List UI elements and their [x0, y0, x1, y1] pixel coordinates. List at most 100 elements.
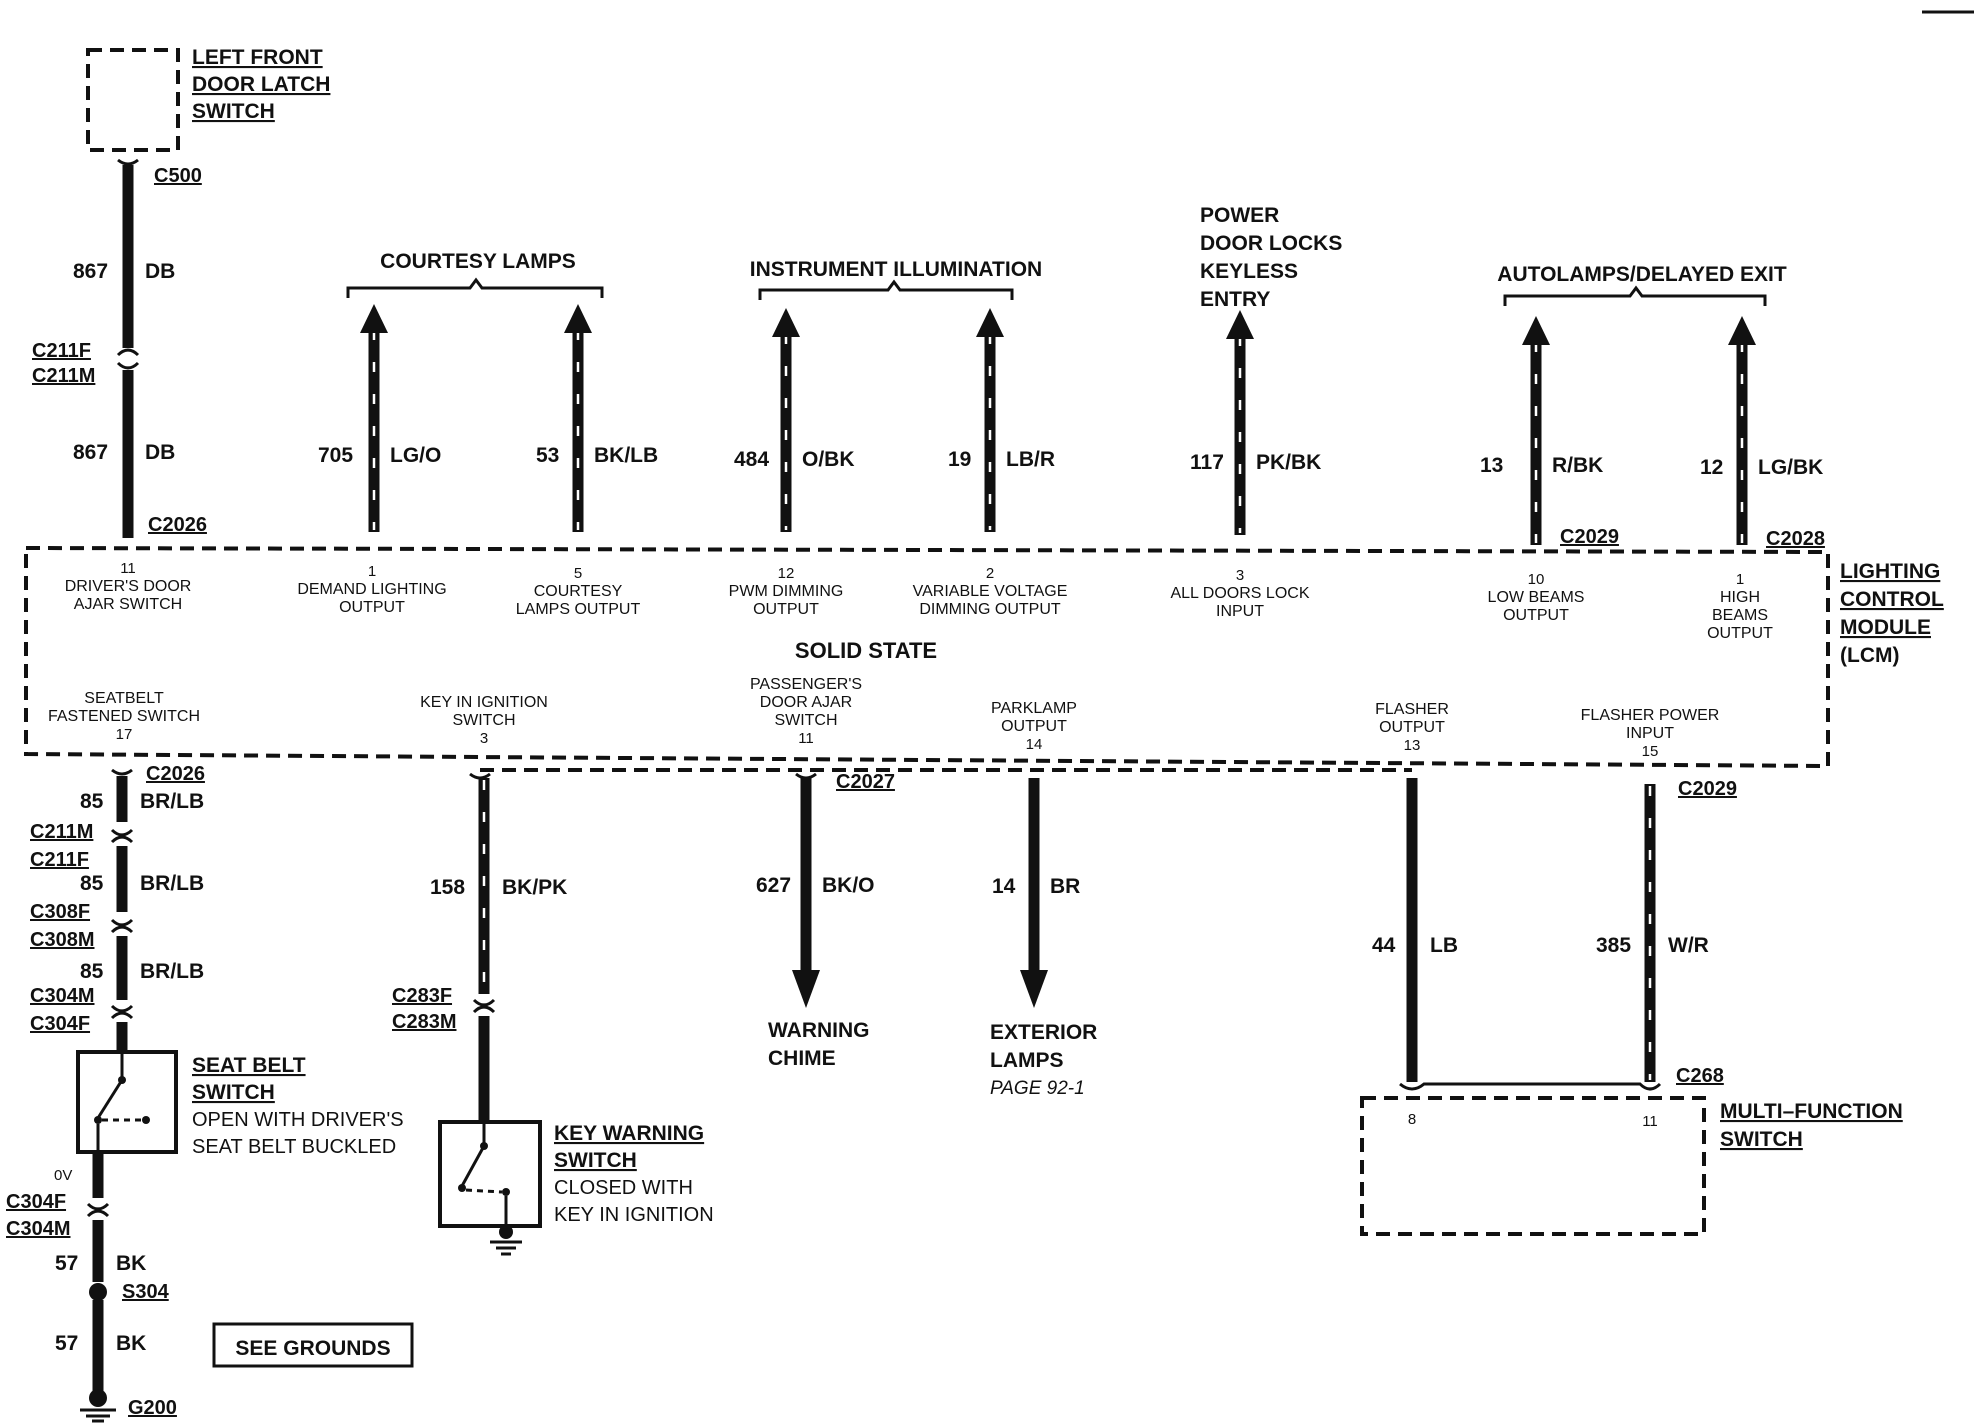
- wire-number: 867: [73, 441, 108, 464]
- wire-color: LG/BK: [1758, 456, 1823, 479]
- pin-label: AJAR SWITCH: [74, 596, 182, 613]
- lighting-control-module: LIGHTING CONTROL MODULE (LCM) SOLID STAT…: [24, 545, 1944, 769]
- see-grounds-box[interactable]: SEE GROUNDS: [212, 1322, 414, 1368]
- connector-mark: [111, 768, 133, 776]
- pin-high-beams: 1 HIGH BEAMS OUTPUT: [1707, 571, 1773, 642]
- top-wire-53: 53 BK/LB: [536, 304, 658, 532]
- pin-demand-lighting: 1 DEMAND LIGHTING OUTPUT: [297, 563, 446, 616]
- inline-connector-c304f: C304F: [30, 1013, 90, 1035]
- chime-label-line2: CHIME: [768, 1047, 836, 1070]
- pin-number: 12: [778, 565, 795, 582]
- inline-connector-mark: [86, 1202, 110, 1218]
- pin-passengers-door-ajar: PASSENGER'S DOOR AJAR SWITCH 11: [750, 676, 862, 747]
- pin-label: COURTESY: [534, 583, 623, 600]
- group-label-line3: KEYLESS: [1200, 260, 1298, 283]
- connector-mark: [1399, 1082, 1662, 1091]
- wire-number: 85: [80, 960, 104, 983]
- wire-color: BK/PK: [502, 876, 567, 899]
- group-label: COURTESY LAMPS: [380, 250, 576, 273]
- wire-color: W/R: [1668, 934, 1709, 957]
- key-warning-desc-line1: CLOSED WITH: [554, 1177, 693, 1199]
- exterior-page-ref[interactable]: PAGE 92-1: [990, 1078, 1085, 1099]
- pin-number: 3: [1236, 567, 1244, 584]
- group-label: INSTRUMENT ILLUMINATION: [750, 258, 1042, 281]
- pin-label: INPUT: [1626, 725, 1674, 742]
- ground-icon: [80, 1389, 116, 1423]
- lcm-title-line4: (LCM): [1840, 644, 1899, 667]
- wire-number: 57: [55, 1252, 78, 1275]
- component-label-line3: SWITCH: [192, 100, 275, 123]
- pin-label: FLASHER: [1375, 701, 1449, 718]
- pin-low-beams: 10 LOW BEAMS OUTPUT: [1488, 571, 1585, 624]
- exterior-label-line2: LAMPS: [990, 1049, 1064, 1072]
- pin-label: DOOR AJAR: [760, 694, 852, 711]
- wire-color: R/BK: [1552, 454, 1603, 477]
- connector-c268: C268: [1676, 1065, 1724, 1087]
- arrow-down-icon: [1020, 970, 1048, 1008]
- wire-number: 19: [948, 448, 971, 471]
- top-wire-19: 19 LB/R: [948, 308, 1055, 532]
- inline-connector-c304m: C304M: [30, 985, 94, 1007]
- splice-dot: [89, 1283, 107, 1301]
- connector-c2029-top: C2029: [1560, 526, 1619, 548]
- pin-label: FLASHER POWER: [1581, 707, 1720, 724]
- pin-label: OUTPUT: [753, 601, 819, 618]
- chime-label-line1: WARNING: [768, 1019, 870, 1042]
- ground-g200: G200: [128, 1397, 177, 1419]
- wire-number: 627: [756, 874, 791, 897]
- wire-number: 158: [430, 876, 465, 899]
- top-wire-117: 117 PK/BK: [1190, 310, 1321, 535]
- pin-label: KEY IN IGNITION: [420, 694, 548, 711]
- wire-color: BK: [116, 1332, 146, 1355]
- wire-number: 12: [1700, 456, 1723, 479]
- wire-color: DB: [145, 260, 175, 283]
- pin-label: PARKLAMP: [991, 700, 1077, 717]
- top-wire-13: 13 R/BK C2029: [1480, 316, 1619, 548]
- connector-c2026-bottom: C2026: [146, 763, 205, 785]
- pin-label: OUTPUT: [1379, 719, 1445, 736]
- pin-number: 10: [1528, 571, 1545, 588]
- wire-color: LB: [1430, 934, 1458, 957]
- pin-number: 11: [1642, 1113, 1658, 1130]
- connector-mark: [469, 772, 491, 780]
- pin-variable-voltage: 2 VARIABLE VOLTAGE DIMMING OUTPUT: [913, 565, 1068, 618]
- pin-number: 8: [1408, 1111, 1416, 1128]
- component-label-line1: LEFT FRONT: [192, 46, 323, 69]
- pin-label: PASSENGER'S: [750, 676, 862, 693]
- pin-label: DIMMING OUTPUT: [919, 601, 1061, 618]
- pin-number: 17: [116, 726, 133, 743]
- pin-number: 14: [1026, 736, 1043, 753]
- connector-mark: [117, 158, 139, 166]
- pin-number: 3: [480, 730, 488, 747]
- wire-color: BR: [1050, 875, 1080, 898]
- pin-all-doors-lock: 3 ALL DOORS LOCK INPUT: [1170, 567, 1309, 620]
- pin-number: 1: [1736, 571, 1744, 588]
- arrow-down-icon: [792, 970, 820, 1008]
- see-grounds-label: SEE GROUNDS: [235, 1337, 390, 1360]
- pin-pwm-dimming: 12 PWM DIMMING OUTPUT: [729, 565, 844, 618]
- pin-number: 15: [1642, 743, 1659, 760]
- key-warning-switch: [438, 1120, 542, 1228]
- wire-color: BR/LB: [140, 790, 204, 813]
- pin-label: VARIABLE VOLTAGE: [913, 583, 1068, 600]
- pin-flasher-power: FLASHER POWER INPUT 15: [1581, 707, 1720, 760]
- seat-belt-title-line2: SWITCH: [192, 1081, 275, 1104]
- inline-connector-c283f: C283F: [392, 985, 452, 1007]
- wire-number: 13: [1480, 454, 1503, 477]
- inline-connector-c308f: C308F: [30, 901, 90, 923]
- wire-number: 705: [318, 444, 353, 467]
- lcm-center-label: SOLID STATE: [795, 638, 937, 663]
- wire-color: PK/BK: [1256, 451, 1321, 474]
- wire-color: BR/LB: [140, 960, 204, 983]
- pin-seatbelt-fastened: SEATBELT FASTENED SWITCH 17: [48, 690, 200, 743]
- group-label: AUTOLAMPS/DELAYED EXIT: [1497, 263, 1787, 286]
- multi-function-switch: 8 11 MULTI–FUNCTION SWITCH: [1360, 1096, 1903, 1236]
- pin-label: ALL DOORS LOCK: [1170, 585, 1309, 602]
- pin-number: 2: [986, 565, 994, 582]
- connector-c2028-top: C2028: [1766, 528, 1825, 550]
- wire-color: LG/O: [390, 444, 441, 467]
- top-wire-484: 484 O/BK: [734, 308, 855, 532]
- wire-number: 867: [73, 260, 108, 283]
- top-wire-12: 12 LG/BK C2028: [1700, 316, 1825, 550]
- group-courtesy-lamps: COURTESY LAMPS: [346, 250, 604, 298]
